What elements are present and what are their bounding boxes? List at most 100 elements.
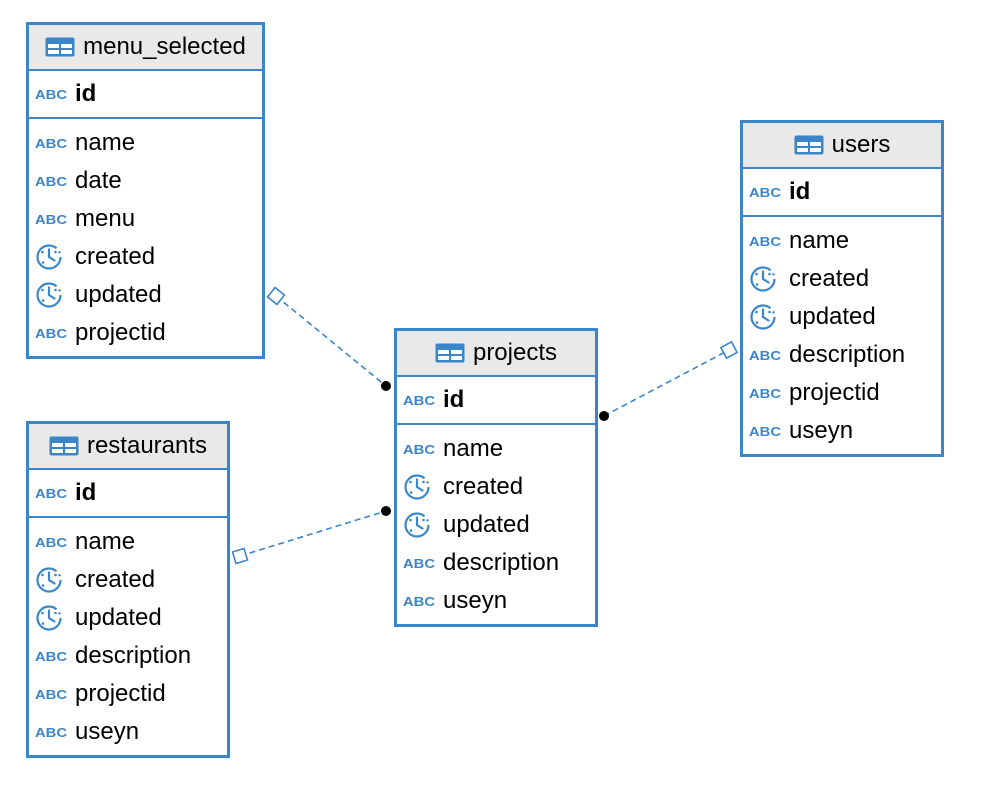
table-title: users — [831, 131, 891, 158]
table-header[interactable]: users — [743, 123, 941, 169]
table-header[interactable]: menu_selected — [29, 25, 262, 71]
optional-end-marker — [231, 547, 249, 565]
mandatory-end-marker — [381, 381, 391, 391]
column-row-pk[interactable]: ABC id — [29, 479, 96, 507]
column-name: id — [75, 479, 97, 506]
table-title: menu_selected — [83, 33, 246, 60]
clock-icon — [749, 303, 783, 331]
column-row[interactable]: updated — [29, 276, 262, 314]
column-row[interactable]: created — [397, 468, 595, 506]
abc-type-icon: ABC — [749, 234, 783, 248]
column-name: updated — [443, 511, 530, 538]
table-title: restaurants — [86, 432, 208, 459]
column-name: name — [75, 129, 136, 156]
column-row[interactable]: ABC useyn — [397, 582, 595, 620]
abc-type-icon: ABC — [35, 687, 69, 701]
relationship-users-projects[interactable] — [599, 340, 739, 421]
abc-type-icon: ABC — [403, 594, 437, 608]
relationship-menu-selected-projects[interactable] — [266, 286, 391, 391]
primary-key-section: ABC id — [29, 71, 262, 119]
abc-type-icon: ABC — [403, 393, 437, 407]
mandatory-end-marker — [381, 506, 391, 516]
abc-type-icon: ABC — [749, 185, 783, 199]
column-name: created — [443, 473, 524, 500]
clock-icon — [35, 604, 69, 632]
svg-text:ABC: ABC — [749, 185, 781, 199]
svg-text:ABC: ABC — [35, 136, 67, 150]
svg-text:ABC: ABC — [403, 442, 435, 456]
column-row[interactable]: updated — [29, 599, 227, 637]
table-title: projects — [472, 339, 558, 366]
column-row[interactable]: ABC name — [29, 124, 262, 162]
abc-type-icon: ABC — [35, 212, 69, 226]
svg-text:ABC: ABC — [35, 535, 67, 549]
svg-text:ABC: ABC — [749, 386, 781, 400]
column-name: useyn — [789, 417, 854, 444]
column-name: useyn — [443, 587, 508, 614]
abc-type-icon: ABC — [35, 535, 69, 549]
abc-type-icon: ABC — [35, 87, 69, 101]
optional-end-marker — [266, 286, 286, 306]
table-icon — [794, 135, 824, 155]
column-name: updated — [75, 604, 162, 631]
column-row[interactable]: ABC menu — [29, 200, 262, 238]
column-name: created — [75, 243, 156, 270]
clock-icon — [403, 473, 437, 501]
column-row[interactable]: created — [29, 561, 227, 599]
clock-icon — [749, 265, 783, 293]
column-name: date — [75, 167, 122, 194]
column-row-pk[interactable]: ABC id — [397, 386, 464, 414]
column-row[interactable]: ABC description — [29, 637, 227, 675]
primary-key-section: ABC id — [743, 169, 941, 217]
clock-icon — [403, 511, 437, 539]
svg-text:ABC: ABC — [749, 424, 781, 438]
svg-text:ABC: ABC — [35, 486, 67, 500]
table-icon — [49, 436, 79, 456]
column-name: description — [75, 642, 192, 669]
table-header[interactable]: restaurants — [29, 424, 227, 470]
column-name: menu — [75, 205, 136, 232]
abc-type-icon: ABC — [35, 486, 69, 500]
optional-end-marker — [719, 340, 739, 360]
abc-type-icon: ABC — [403, 442, 437, 456]
column-row[interactable]: ABC useyn — [743, 412, 941, 450]
column-name: id — [75, 80, 97, 107]
column-name: created — [75, 566, 156, 593]
clock-icon — [35, 243, 69, 271]
column-name: projectid — [789, 379, 880, 406]
relationship-restaurants-projects[interactable] — [231, 506, 391, 565]
table-icon — [45, 37, 75, 57]
svg-text:ABC: ABC — [749, 234, 781, 248]
column-name: updated — [75, 281, 162, 308]
abc-type-icon: ABC — [749, 424, 783, 438]
svg-text:ABC: ABC — [35, 87, 67, 101]
column-row[interactable]: updated — [743, 298, 941, 336]
svg-text:ABC: ABC — [403, 556, 435, 570]
table-header[interactable]: projects — [397, 331, 595, 377]
abc-type-icon: ABC — [35, 649, 69, 663]
column-row[interactable]: created — [29, 238, 262, 276]
column-row[interactable]: created — [743, 260, 941, 298]
column-row[interactable]: updated — [397, 506, 595, 544]
column-row-pk[interactable]: ABC id — [29, 80, 96, 108]
abc-type-icon: ABC — [749, 386, 783, 400]
column-row[interactable]: ABC projectid — [743, 374, 941, 412]
column-name: projectid — [75, 319, 166, 346]
column-row-pk[interactable]: ABC id — [743, 178, 810, 206]
